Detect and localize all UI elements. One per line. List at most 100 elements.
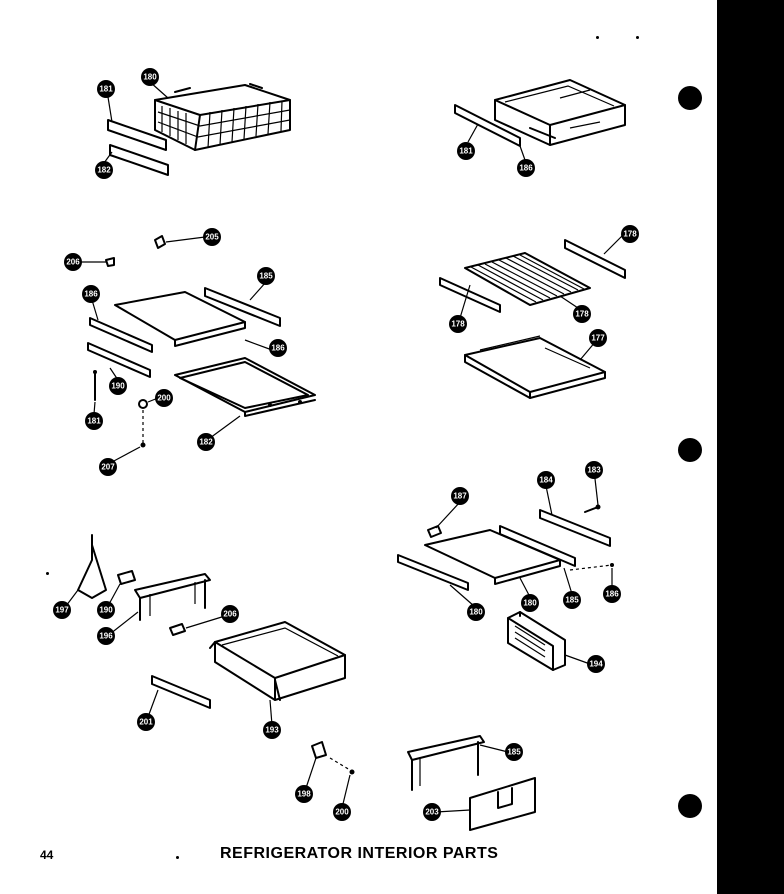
binder-hole-bottom bbox=[678, 794, 702, 818]
callout-label: 187 bbox=[453, 492, 467, 501]
callout-label: 178 bbox=[623, 230, 637, 239]
callout-label: 178 bbox=[451, 320, 465, 329]
drawer-clip bbox=[169, 623, 186, 636]
callout-182-b: 182 bbox=[197, 433, 215, 451]
wire-rail bbox=[564, 239, 626, 279]
drawer-group bbox=[77, 534, 346, 709]
glass-shelf-trim bbox=[204, 287, 281, 327]
callout-label: 182 bbox=[199, 438, 213, 447]
callout-label: 181 bbox=[459, 147, 473, 156]
callout-180-a: 180 bbox=[141, 68, 159, 86]
cone bbox=[77, 534, 107, 599]
callout-178-b: 178 bbox=[449, 315, 467, 333]
crisper-clip bbox=[427, 525, 442, 538]
crisper-cover bbox=[507, 611, 566, 671]
callout-184-a: 184 bbox=[537, 471, 555, 489]
glass-shelf-group bbox=[87, 235, 316, 448]
clip-right bbox=[154, 235, 166, 249]
callout-label: 181 bbox=[99, 85, 113, 94]
callout-label: 182 bbox=[97, 166, 111, 175]
callout-186-a: 186 bbox=[517, 159, 535, 177]
binder-hole-top bbox=[678, 86, 702, 110]
leader-lines bbox=[65, 81, 625, 813]
callout-185-a: 185 bbox=[257, 267, 275, 285]
callout-183-a: 183 bbox=[585, 461, 603, 479]
callout-label: 198 bbox=[297, 790, 311, 799]
callout-181-c: 181 bbox=[85, 412, 103, 430]
drawer bbox=[209, 621, 346, 701]
callout-label: 185 bbox=[259, 272, 273, 281]
callout-186-c: 186 bbox=[269, 339, 287, 357]
page-edge-bar bbox=[717, 0, 784, 894]
callout-178-a: 178 bbox=[621, 225, 639, 243]
callout-197-a: 197 bbox=[53, 601, 71, 619]
callout-label: 186 bbox=[605, 590, 619, 599]
basket-slide-lower bbox=[109, 144, 169, 176]
pan bbox=[494, 79, 626, 146]
callout-180-b: 180 bbox=[467, 603, 485, 621]
wire-basket-group bbox=[107, 83, 291, 176]
callout-label: 186 bbox=[271, 344, 285, 353]
callout-206-a: 206 bbox=[64, 253, 82, 271]
wire-basket bbox=[154, 83, 291, 151]
crisper-cover-group bbox=[397, 504, 614, 671]
panel-group bbox=[407, 735, 536, 831]
button bbox=[138, 399, 148, 409]
callout-185-c: 185 bbox=[505, 743, 523, 761]
callout-label: 197 bbox=[55, 606, 69, 615]
frame-upper bbox=[89, 317, 153, 353]
callout-label: 185 bbox=[565, 596, 579, 605]
callout-190-a: 190 bbox=[109, 377, 127, 395]
basket-slide-upper bbox=[107, 119, 167, 151]
pan-group bbox=[454, 79, 626, 147]
callout-label: 180 bbox=[523, 599, 537, 608]
callout-200-a: 200 bbox=[155, 389, 173, 407]
callout-label: 200 bbox=[335, 808, 349, 817]
callout-181-b: 181 bbox=[457, 142, 475, 160]
callout-194-a: 194 bbox=[587, 655, 605, 673]
callout-label: 201 bbox=[139, 718, 153, 727]
clip-left bbox=[105, 257, 115, 267]
callout-label: 186 bbox=[519, 164, 533, 173]
callout-177-a: 177 bbox=[589, 329, 607, 347]
crisper-rail-right bbox=[499, 525, 576, 567]
callout-206-b: 206 bbox=[221, 605, 239, 623]
callout-label: 206 bbox=[223, 610, 237, 619]
callout-label: 180 bbox=[469, 608, 483, 617]
drawer-rail bbox=[151, 675, 211, 709]
callout-185-b: 185 bbox=[563, 591, 581, 609]
latch-group bbox=[311, 741, 355, 775]
callout-label: 183 bbox=[587, 466, 601, 475]
page-title: REFRIGERATOR INTERIOR PARTS bbox=[220, 845, 499, 862]
callout-label: 200 bbox=[157, 394, 171, 403]
callout-190-b: 190 bbox=[97, 601, 115, 619]
cantilever bbox=[464, 335, 606, 399]
page-number: 44 bbox=[40, 848, 54, 862]
screw bbox=[140, 442, 146, 448]
callout-186-b: 186 bbox=[82, 285, 100, 303]
callout-label: 185 bbox=[507, 748, 521, 757]
callout-182-a: 182 bbox=[95, 161, 113, 179]
callout-181-a: 181 bbox=[97, 80, 115, 98]
callout-196-a: 196 bbox=[97, 627, 115, 645]
bracket-small bbox=[407, 735, 485, 791]
latch bbox=[311, 741, 327, 759]
crisper-rail-upper bbox=[539, 509, 611, 547]
callout-label: 178 bbox=[575, 310, 589, 319]
drawer-frame bbox=[134, 573, 211, 621]
callout-198-a: 198 bbox=[295, 785, 313, 803]
callout-203-a: 203 bbox=[423, 803, 441, 821]
callout-label: 177 bbox=[591, 334, 605, 343]
callout-label: 186 bbox=[84, 290, 98, 299]
speck bbox=[176, 856, 179, 859]
wire-shelf bbox=[464, 252, 591, 306]
callout-label: 203 bbox=[425, 808, 439, 817]
callout-label: 193 bbox=[265, 726, 279, 735]
crisper-rail-left bbox=[397, 554, 469, 591]
callout-label: 207 bbox=[101, 463, 115, 472]
callout-label: 180 bbox=[143, 73, 157, 82]
support-frame bbox=[174, 357, 316, 417]
callout-label: 205 bbox=[205, 233, 219, 242]
callout-205-a: 205 bbox=[203, 228, 221, 246]
